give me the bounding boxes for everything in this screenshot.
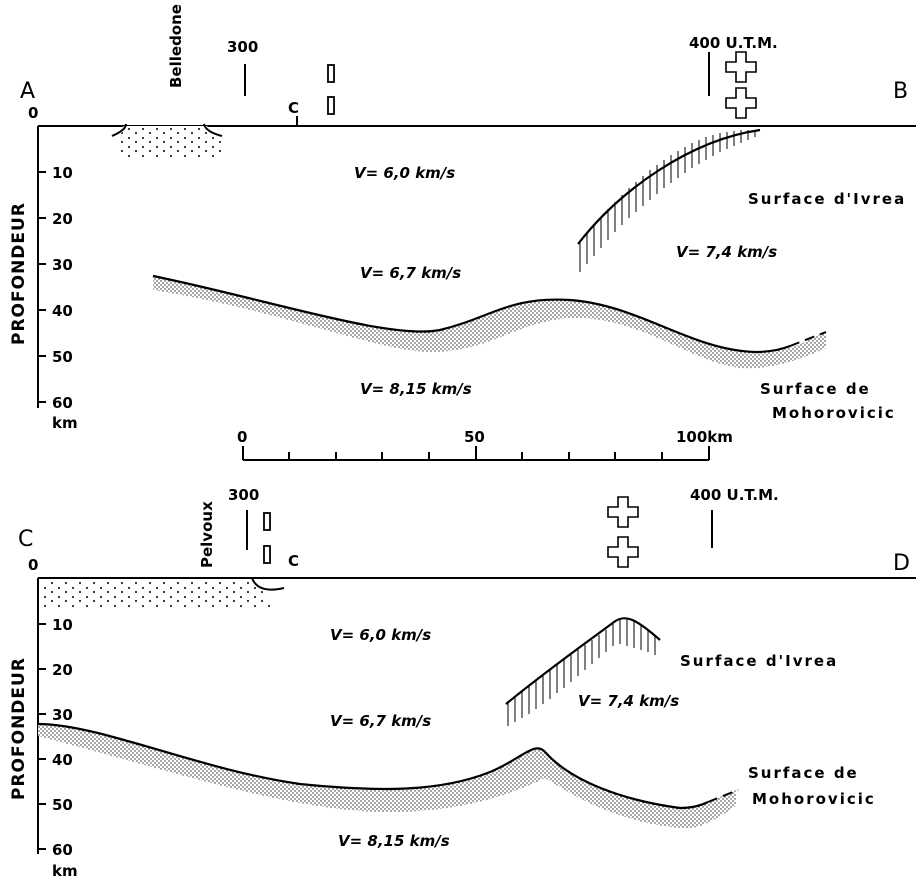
depth-tick-40: 40 [52, 302, 73, 320]
velocity-label: V= 6,0 km/s [330, 626, 431, 644]
depth-tick-10: 10 [52, 616, 73, 634]
depth-axis-title: PROFONDEUR [9, 657, 29, 800]
place-label: Pelvoux [198, 501, 216, 568]
moho-boundary [152, 274, 791, 354]
basin-edge [251, 577, 285, 591]
velocity-label: V= 7,4 km/s [676, 243, 777, 261]
velocity-label: V= 6,0 km/s [354, 164, 455, 182]
ivrea-boundary [505, 617, 661, 705]
moho-layer [153, 276, 826, 369]
moho-surface-label: Surface de [760, 380, 871, 398]
sediment-basin [40, 580, 280, 608]
depth-tick-30: 30 [52, 706, 73, 724]
utm-300-label: 300 [227, 38, 258, 56]
borehole-icon [327, 96, 335, 115]
basin-edge [111, 123, 127, 137]
section-start-letter: C [18, 527, 33, 552]
velocity-label: V= 6,7 km/s [330, 712, 431, 730]
section-a-b: A B 0 10 20 30 40 50 60 km PROFONDEUR Be… [9, 4, 916, 432]
utm-300-label: 300 [228, 486, 259, 504]
ivrea-boundary [577, 128, 761, 245]
velocity-label: V= 8,15 km/s [360, 380, 472, 398]
depth-tick-10: 10 [52, 164, 73, 182]
distance-scale-bar: 0 50 100km [237, 428, 733, 461]
depth-tick-20: 20 [52, 661, 73, 679]
ivrea-surface-label: Surface d'Ivrea [748, 190, 906, 208]
velocity-label: V= 6,7 km/s [360, 264, 461, 282]
scale-label-0: 0 [237, 428, 247, 446]
depth-unit-label: km [52, 414, 78, 432]
section-start-letter: A [20, 79, 35, 104]
moho-surface-label: Surface de [748, 764, 859, 782]
depth-tick-50: 50 [52, 348, 73, 366]
depth-tick-40: 40 [52, 751, 73, 769]
ivrea-hatching [507, 618, 656, 726]
moho-layer [38, 724, 736, 829]
borehole-icon [327, 64, 335, 83]
origin-zero-label: 0 [28, 104, 38, 122]
cross-marker-icon [607, 496, 639, 528]
section-c-d: C D 0 10 20 30 40 50 60 km PROFONDEUR Pe… [9, 486, 916, 880]
sediment-basin [120, 126, 222, 158]
cross-marker-icon [725, 87, 757, 119]
velocity-label: V= 7,4 km/s [578, 692, 679, 710]
moho-boundary [37, 722, 709, 810]
depth-tick-60: 60 [52, 841, 73, 859]
marker-c-label: C [288, 552, 299, 570]
utm-400-label: 400 U.T.M. [689, 34, 778, 52]
depth-tick-50: 50 [52, 796, 73, 814]
scale-label-100: 100km [676, 428, 733, 446]
moho-boundary-dashed [789, 331, 827, 347]
moho-surface-label: Mohorovicic [772, 404, 896, 422]
velocity-label: V= 8,15 km/s [338, 832, 450, 850]
depth-tick-60: 60 [52, 394, 73, 412]
marker-c-label: C [288, 99, 299, 117]
utm-400-label: 400 U.T.M. [690, 486, 779, 504]
basin-edge [203, 123, 223, 137]
origin-zero-label: 0 [28, 556, 38, 574]
place-label: Belledone [167, 4, 185, 88]
scale-label-50: 50 [464, 428, 485, 446]
borehole-icon [263, 512, 271, 531]
moho-boundary-dashed [707, 789, 739, 803]
depth-axis-ticks [38, 171, 46, 403]
borehole-icon [263, 545, 271, 564]
depth-tick-20: 20 [52, 210, 73, 228]
section-end-letter: B [893, 79, 908, 104]
depth-tick-30: 30 [52, 256, 73, 274]
cross-marker-icon [725, 51, 757, 83]
moho-surface-label: Mohorovicic [752, 790, 876, 808]
cross-marker-icon [607, 536, 639, 568]
depth-axis-ticks [38, 623, 46, 850]
depth-unit-label: km [52, 862, 78, 880]
section-end-letter: D [893, 551, 910, 576]
ivrea-hatching [579, 130, 756, 272]
depth-axis-title: PROFONDEUR [9, 202, 29, 345]
ivrea-surface-label: Surface d'Ivrea [680, 652, 838, 670]
